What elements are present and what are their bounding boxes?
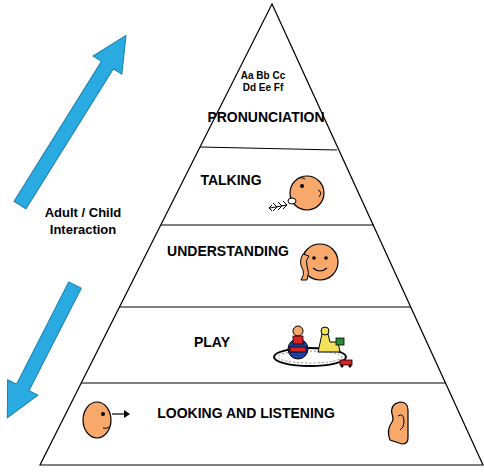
pyramid-band: PLAY xyxy=(85,310,440,380)
band-title: TALKING xyxy=(200,172,261,188)
band-divider xyxy=(81,382,446,383)
ear-icon xyxy=(388,402,408,444)
band-title: LOOKING AND LISTENING xyxy=(157,405,335,421)
band-divider xyxy=(119,306,411,307)
band-title: UNDERSTANDING xyxy=(167,243,289,259)
toys-icon xyxy=(274,326,352,368)
up-arrow xyxy=(6,26,141,214)
band-divider xyxy=(161,224,374,225)
pyramid-band: UNDERSTANDING xyxy=(125,228,405,304)
band-divider xyxy=(200,147,337,150)
alphabet-text: Aa Bb Cc Dd Ee Ff xyxy=(233,70,293,94)
looking-face-icon xyxy=(83,402,130,438)
thinking-face-icon xyxy=(301,244,339,280)
side-label: Adult / Child Interaction xyxy=(43,204,123,238)
pyramid-band: TALKING xyxy=(165,152,370,222)
pyramid-band: LOOKING AND LISTENING xyxy=(45,386,480,462)
pyramid-band: Aa Bb Cc Dd Ee Ff PRONUNCIATION xyxy=(200,40,340,145)
band-title: PLAY xyxy=(194,334,230,350)
band-title: PRONUNCIATION xyxy=(207,109,324,125)
talking-face-icon xyxy=(269,176,324,211)
down-arrow xyxy=(0,277,90,425)
